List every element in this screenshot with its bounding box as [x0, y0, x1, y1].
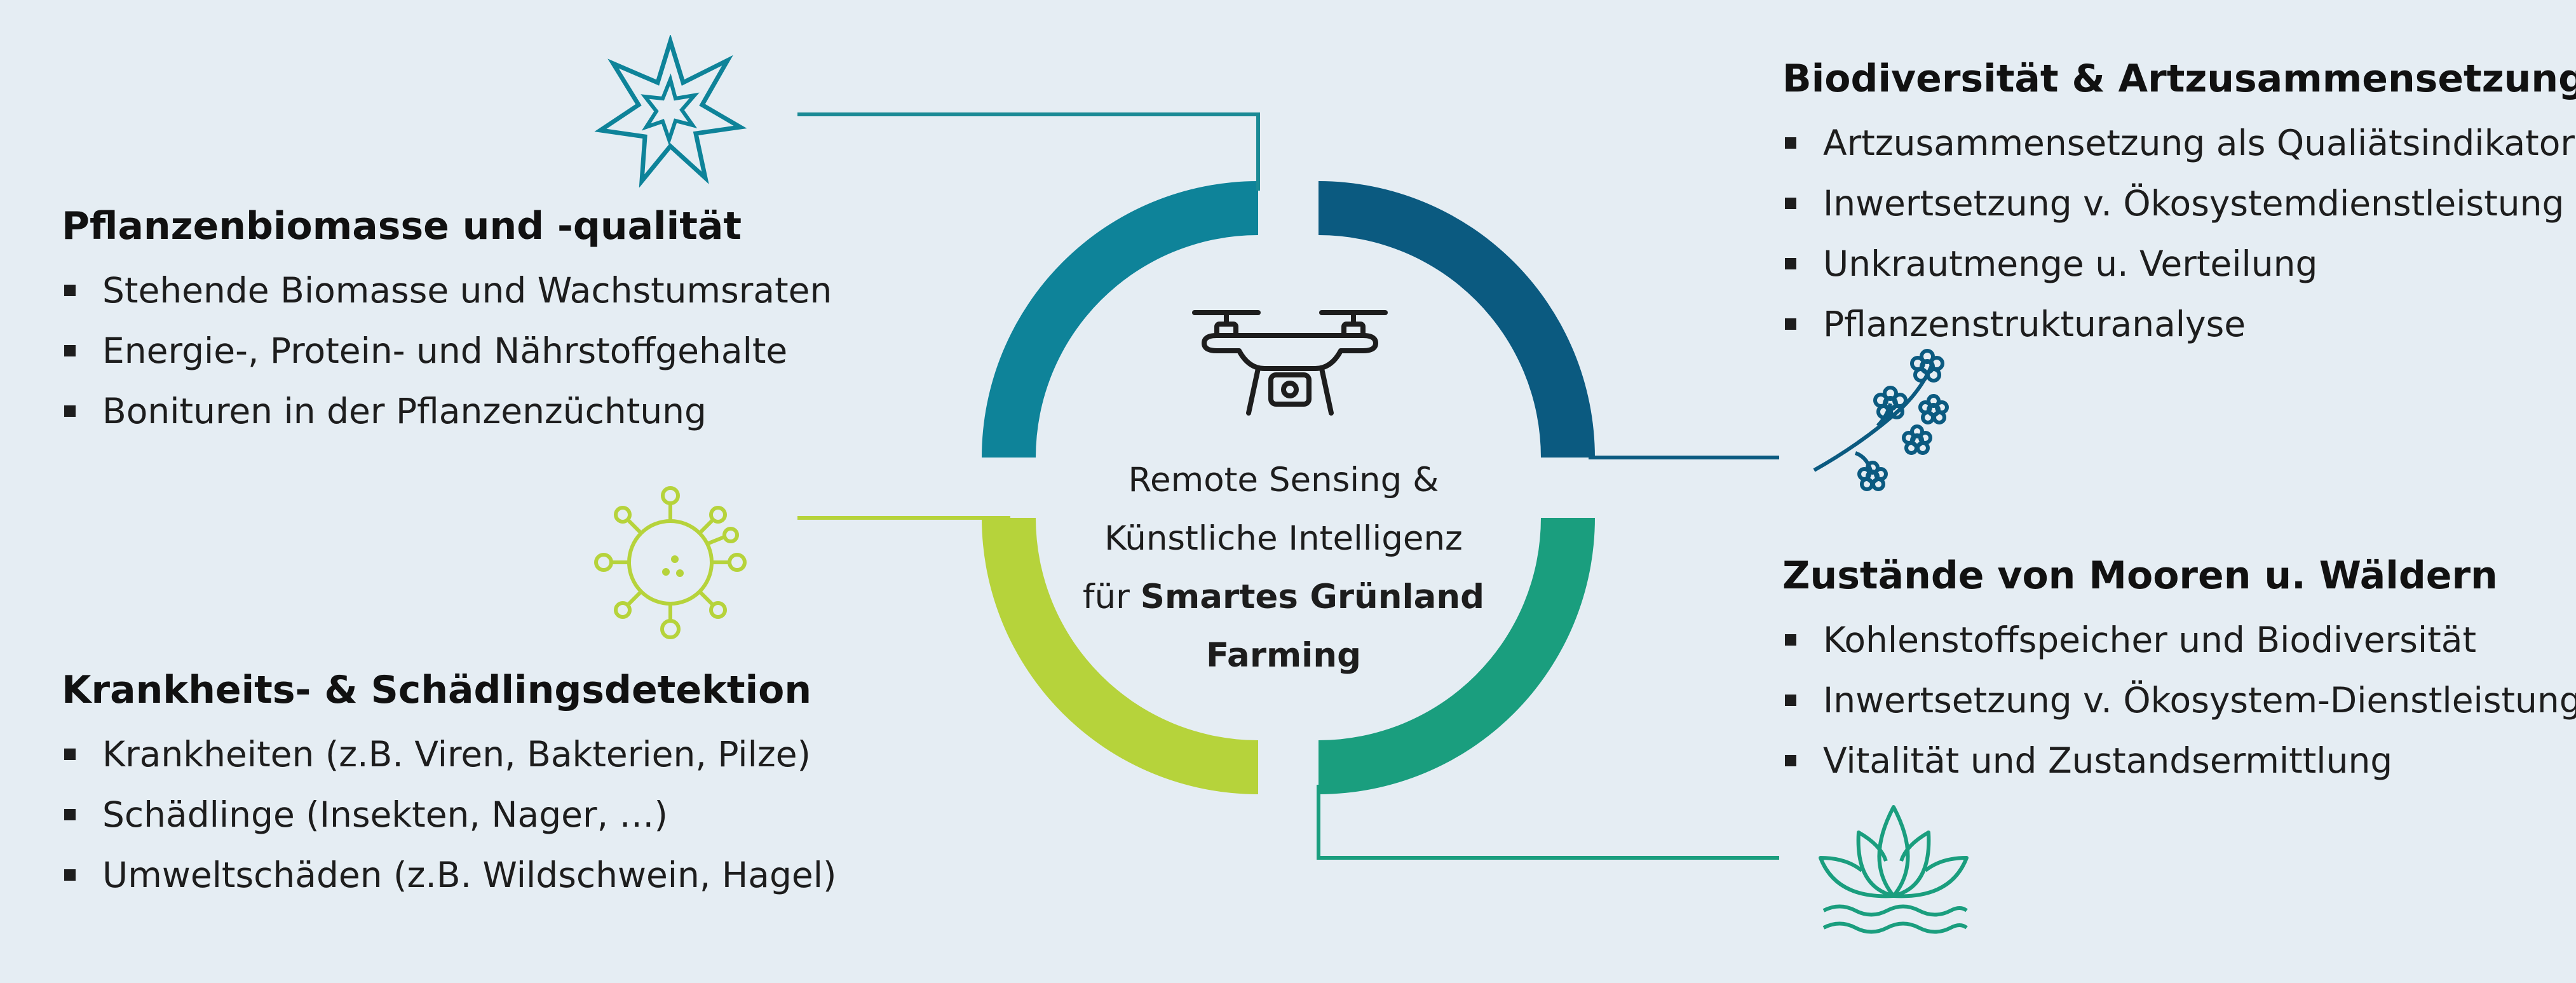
section-top-right: Biodiversität & Artzusammensetzung Artzu…	[1782, 56, 2576, 355]
section-title: Pflanzenbiomasse und -qualität	[62, 204, 742, 248]
list-item: Unkrautmenge u. Verteilung	[1782, 234, 2576, 294]
starburst-icon	[594, 35, 747, 187]
section-list: Krankheiten (z.B. Viren, Bakterien, Pilz…	[62, 724, 836, 905]
center-line-1: Remote Sensing &	[1128, 461, 1439, 499]
center-line-3-prefix: für	[1082, 578, 1141, 616]
connector-top-left	[797, 112, 1260, 191]
list-item: Stehende Biomasse und Wachstumsraten	[62, 261, 832, 321]
ring-segment-top-right	[1319, 181, 1595, 458]
section-top-left: Pflanzenbiomasse und -qualität Stehende …	[62, 203, 832, 442]
center-line-2: Künstliche Intelligenz	[1104, 519, 1463, 558]
ring-segment-bottom-left	[982, 518, 1258, 794]
section-list: Stehende Biomasse und Wachstumsraten Ene…	[62, 261, 832, 442]
center-line-3-bold: Smartes Grünland	[1140, 578, 1485, 616]
list-item: Bonituren in der Pflanzenzüchtung	[62, 381, 832, 442]
section-bottom-left: Krankheits- & Schädlingsdetektion Krankh…	[62, 667, 836, 905]
center-label: Remote Sensing & Künstliche Intelligenz …	[1042, 451, 1525, 685]
flower-branch-icon	[1813, 349, 1949, 491]
section-list: Artzusammensetzung als Qualiätsindikator…	[1782, 113, 2576, 355]
section-bottom-right: Zustände von Mooren u. Wäldern Kohlensto…	[1782, 553, 2576, 791]
connector-bottom-right	[1317, 785, 1779, 860]
center-line-3: für Smartes Grünland	[1042, 568, 1525, 627]
list-item: Inwertsetzung v. Ökosystemdienstleistung	[1782, 173, 2576, 234]
section-title: Biodiversität & Artzusammensetzung	[1782, 57, 2576, 101]
center-line-4-bold: Farming	[1205, 636, 1362, 675]
ring-segment-top-left	[982, 181, 1258, 458]
ring-segment-bottom-right	[1319, 518, 1595, 794]
list-item: Krankheiten (z.B. Viren, Bakterien, Pilz…	[62, 724, 836, 785]
list-item: Umweltschäden (z.B. Wildschwein, Hagel)	[62, 845, 836, 905]
list-item: Energie-, Protein- und Nährstoffgehalte	[62, 321, 832, 381]
virus-icon	[594, 486, 747, 639]
list-item: Pflanzenstrukturanalyse	[1782, 294, 2576, 355]
list-item: Vitalität und Zustandsermittlung	[1782, 731, 2576, 791]
list-item: Inwertsetzung v. Ökosystem-Dienstleistun…	[1782, 670, 2576, 731]
list-item: Schädlinge (Insekten, Nager, …)	[62, 785, 836, 845]
section-title: Krankheits- & Schädlingsdetektion	[62, 668, 812, 712]
center-line-4: Farming	[1042, 627, 1525, 685]
list-item: Artzusammensetzung als Qualiätsindikator	[1782, 113, 2576, 173]
list-item: Kohlenstoffspeicher und Biodiversität	[1782, 610, 2576, 670]
section-title: Zustände von Mooren u. Wäldern	[1782, 553, 2498, 598]
lotus-icon	[1819, 805, 1969, 934]
drone-icon	[1192, 310, 1388, 416]
section-list: Kohlenstoffspeicher und Biodiversität In…	[1782, 610, 2576, 791]
